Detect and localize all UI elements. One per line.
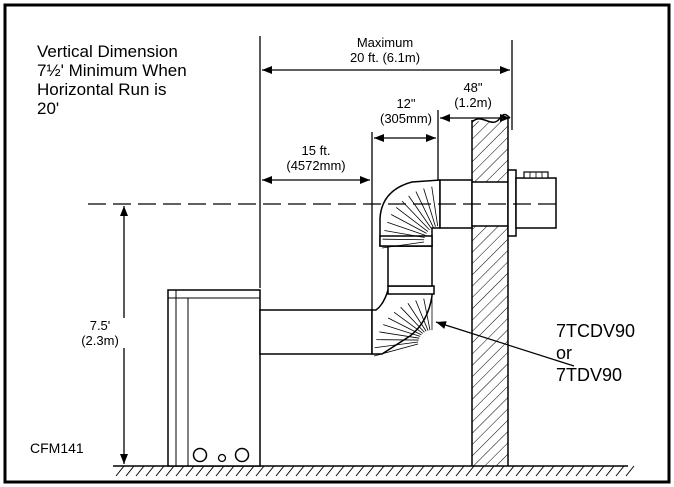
d15-metric: (4572mm) [286, 158, 346, 173]
part-numbers: 7TCDV90 or 7TDV90 [556, 320, 635, 386]
note-line-4: 20' [37, 99, 60, 118]
maximum-value: 20 ft. (6.1m) [349, 50, 421, 65]
vertical-vent-pipe [387, 245, 433, 287]
vertical-metric: (2.3m) [81, 333, 119, 348]
horizontal-vent-pipe [259, 309, 373, 355]
maximum-dimension-label: Maximum 20 ft. (6.1m) [330, 35, 440, 65]
dimension-arrows [120, 66, 510, 464]
maximum-label: Maximum [356, 35, 414, 50]
furnace-unit [167, 289, 261, 467]
d48-metric: (1.2m) [454, 95, 492, 110]
d48-inches: 48" [463, 80, 483, 95]
d12-metric: (305mm) [379, 111, 432, 126]
extension-lines [259, 36, 513, 310]
note-line-1: Vertical Dimension [37, 42, 178, 61]
part-line-2: or [556, 343, 573, 363]
wall [471, 113, 511, 466]
diagram-border [3, 3, 671, 484]
vertical-dimension-note: Vertical Dimension 7½' Minimum When Hori… [37, 42, 187, 118]
d12-dimension-label: 12" (305mm) [374, 96, 438, 126]
d15-feet: 15 ft. [301, 143, 331, 158]
part-line-1: 7TCDV90 [556, 321, 636, 341]
d15-dimension-label: 15 ft. (4572mm) [276, 143, 356, 173]
model-code: CFM141 [30, 440, 84, 456]
part-leader [435, 321, 575, 367]
vertical-dimension-label: 7.5' (2.3m) [70, 318, 130, 348]
part-line-3: 7TDV90 [556, 365, 623, 385]
note-line-2: 7½' Minimum When [37, 61, 187, 80]
d12-inches: 12" [396, 96, 416, 111]
d48-dimension-label: 48" (1.2m) [448, 80, 498, 110]
vertical-feet: 7.5' [89, 318, 111, 333]
ground [113, 465, 635, 477]
note-line-3: Horizontal Run is [37, 80, 167, 99]
lower-elbow [371, 285, 435, 357]
upper-elbow [379, 179, 441, 249]
